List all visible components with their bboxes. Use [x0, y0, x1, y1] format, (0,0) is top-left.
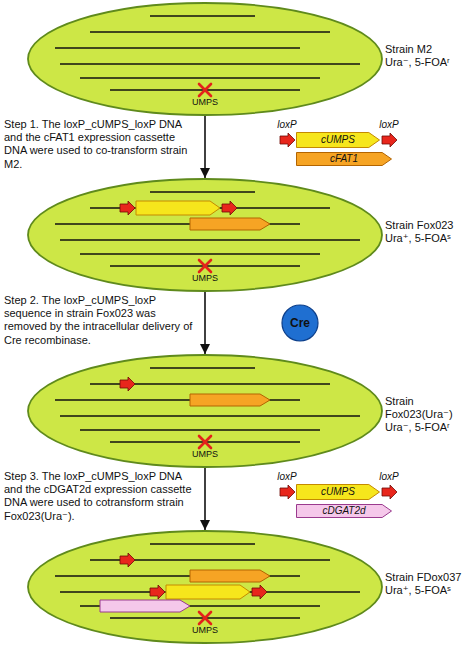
node-text-group: cUMPS	[296, 132, 380, 148]
gene-cassette: cUMPS	[296, 484, 380, 500]
chromosome-set	[55, 368, 360, 448]
loxp-arrow	[280, 485, 295, 499]
node-label: Cre	[290, 316, 310, 330]
strain-label-group: Strain Fox023Ura⁺, 5-FOAˢ	[385, 219, 473, 245]
gene-label: UMPS	[185, 449, 225, 460]
phenotype: Ura⁻, 5-FOAʳ	[385, 56, 473, 69]
cfat1-arrow	[190, 570, 270, 582]
step-note: Step 1. The loxP_cUMPS_loxP DNA and the …	[4, 118, 194, 171]
enzyme-outline	[282, 305, 318, 341]
cassette-outline	[297, 133, 380, 148]
node-text-group: cFAT1	[296, 152, 392, 166]
flow-arrow	[204, 292, 206, 354]
cassette-outline	[297, 485, 380, 500]
node-label: cUMPS	[321, 486, 355, 498]
gene-label: UMPS	[185, 97, 225, 108]
loxp-arrow	[382, 133, 397, 147]
phenotype: Ura⁻, 5-FOAʳ	[385, 421, 473, 434]
cfat1-arrow	[190, 394, 270, 406]
gene-cassette: cFAT1	[296, 152, 392, 166]
cassette-outline	[297, 153, 392, 166]
cassette-outline	[297, 505, 392, 518]
chromosome-set	[55, 192, 360, 272]
site-label: loxP	[374, 471, 404, 483]
cell-outline	[28, 355, 382, 467]
phenotype: Ura⁺, 5-FOAˢ	[385, 232, 473, 245]
loxp-arrow	[280, 133, 295, 147]
cdgat2d-arrow	[100, 600, 190, 612]
gene-label: UMPS	[185, 273, 225, 284]
loxp-arrow	[222, 201, 237, 215]
strain-label-group: Strain FDox037Ura⁺, 5-FOAˢ	[385, 571, 473, 597]
strain-name: Strain FDox037	[385, 571, 473, 584]
node-text-group: cDGAT2d	[296, 504, 392, 518]
flow-arrow	[204, 116, 206, 178]
loxp-arrow	[120, 201, 135, 215]
flow-arrow	[204, 468, 206, 530]
gene-cassette: cUMPS	[296, 132, 380, 148]
loxp-arrow	[382, 485, 397, 499]
site-label: loxP	[272, 119, 302, 131]
strain-label-group: Strain M2Ura⁻, 5-FOAʳ	[385, 43, 473, 69]
gene-cassette: cDGAT2d	[296, 504, 392, 518]
phenotype: Ura⁺, 5-FOAˢ	[385, 584, 473, 597]
cfat1-arrow	[190, 218, 270, 230]
node-text-group: Cre	[281, 304, 319, 342]
cumps-arrow	[136, 201, 220, 215]
enzyme-circle: Cre	[281, 304, 319, 342]
step-note: Step 3. The loxP_cUMPS_loxP DNA and the …	[4, 470, 194, 523]
site-label: loxP	[272, 471, 302, 483]
strain-name: Strain Fox023(Ura⁻)	[385, 395, 473, 421]
strain-name: Strain M2	[385, 43, 473, 56]
loxp-arrow	[120, 377, 135, 391]
gene-label: UMPS	[185, 625, 225, 636]
cell-outline	[28, 531, 382, 643]
cell-outline	[28, 179, 382, 291]
site-label: loxP	[374, 119, 404, 131]
step-note: Step 2. The loxP_cUMPS_loxP sequence in …	[4, 294, 194, 347]
chromosome-set	[55, 544, 360, 624]
strain-label-group: Strain Fox023(Ura⁻)Ura⁻, 5-FOAʳ	[385, 395, 473, 435]
node-text-group: cUMPS	[296, 484, 380, 500]
chromosome-set	[55, 16, 360, 96]
node-label: cDGAT2d	[322, 505, 365, 517]
cumps-arrow	[166, 585, 250, 599]
cell-outline	[28, 3, 382, 115]
strain-name: Strain Fox023	[385, 219, 473, 232]
node-label: cFAT1	[330, 153, 358, 165]
loxp-arrow	[150, 585, 165, 599]
loxp-arrow	[120, 553, 135, 567]
node-label: cUMPS	[321, 134, 355, 146]
loxp-arrow	[252, 585, 267, 599]
